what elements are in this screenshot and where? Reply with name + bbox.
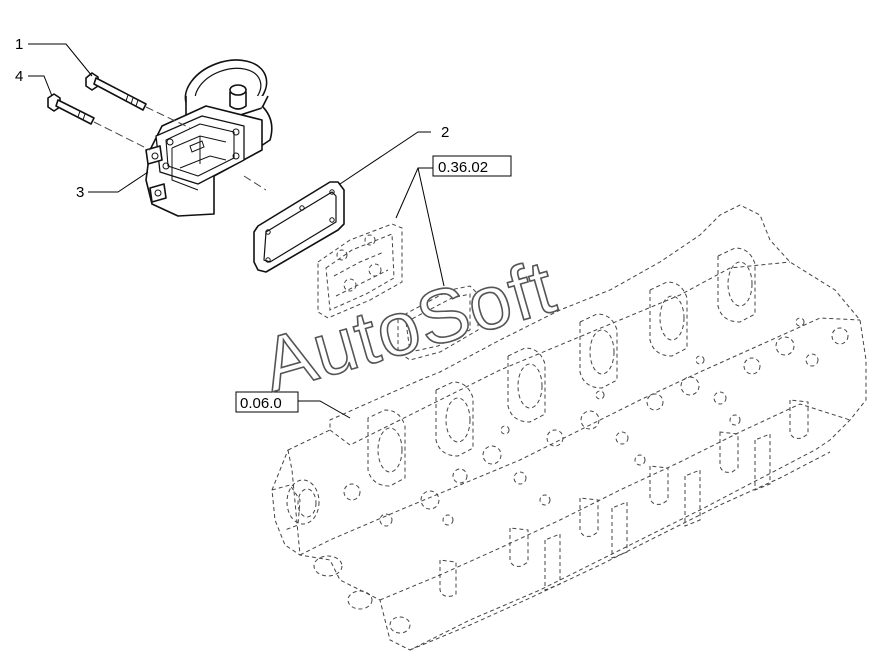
leader-lines — [28, 43, 445, 419]
callout-number: 4 — [15, 68, 23, 85]
reference-code: 0.06.0 — [240, 395, 282, 412]
callout-number: 3 — [76, 184, 84, 201]
bolt-part-1 — [85, 72, 147, 111]
housing-axis-line — [243, 175, 267, 191]
reference-box[interactable]: 0.36.02 — [432, 155, 512, 177]
valve-cover-reference-part — [317, 223, 479, 361]
intake-housing-part-3 — [145, 59, 273, 217]
bolt-axis-line — [93, 121, 151, 151]
callout-number: 2 — [441, 124, 449, 141]
reference-code: 0.36.02 — [438, 159, 488, 176]
bolt-axis-line — [145, 106, 191, 129]
callout-number: 1 — [15, 36, 23, 53]
reference-box[interactable]: 0.06.0 — [235, 391, 299, 413]
cylinder-head-outline — [271, 204, 867, 651]
bolt-part-4 — [47, 93, 95, 125]
gasket-part-2 — [253, 181, 345, 273]
